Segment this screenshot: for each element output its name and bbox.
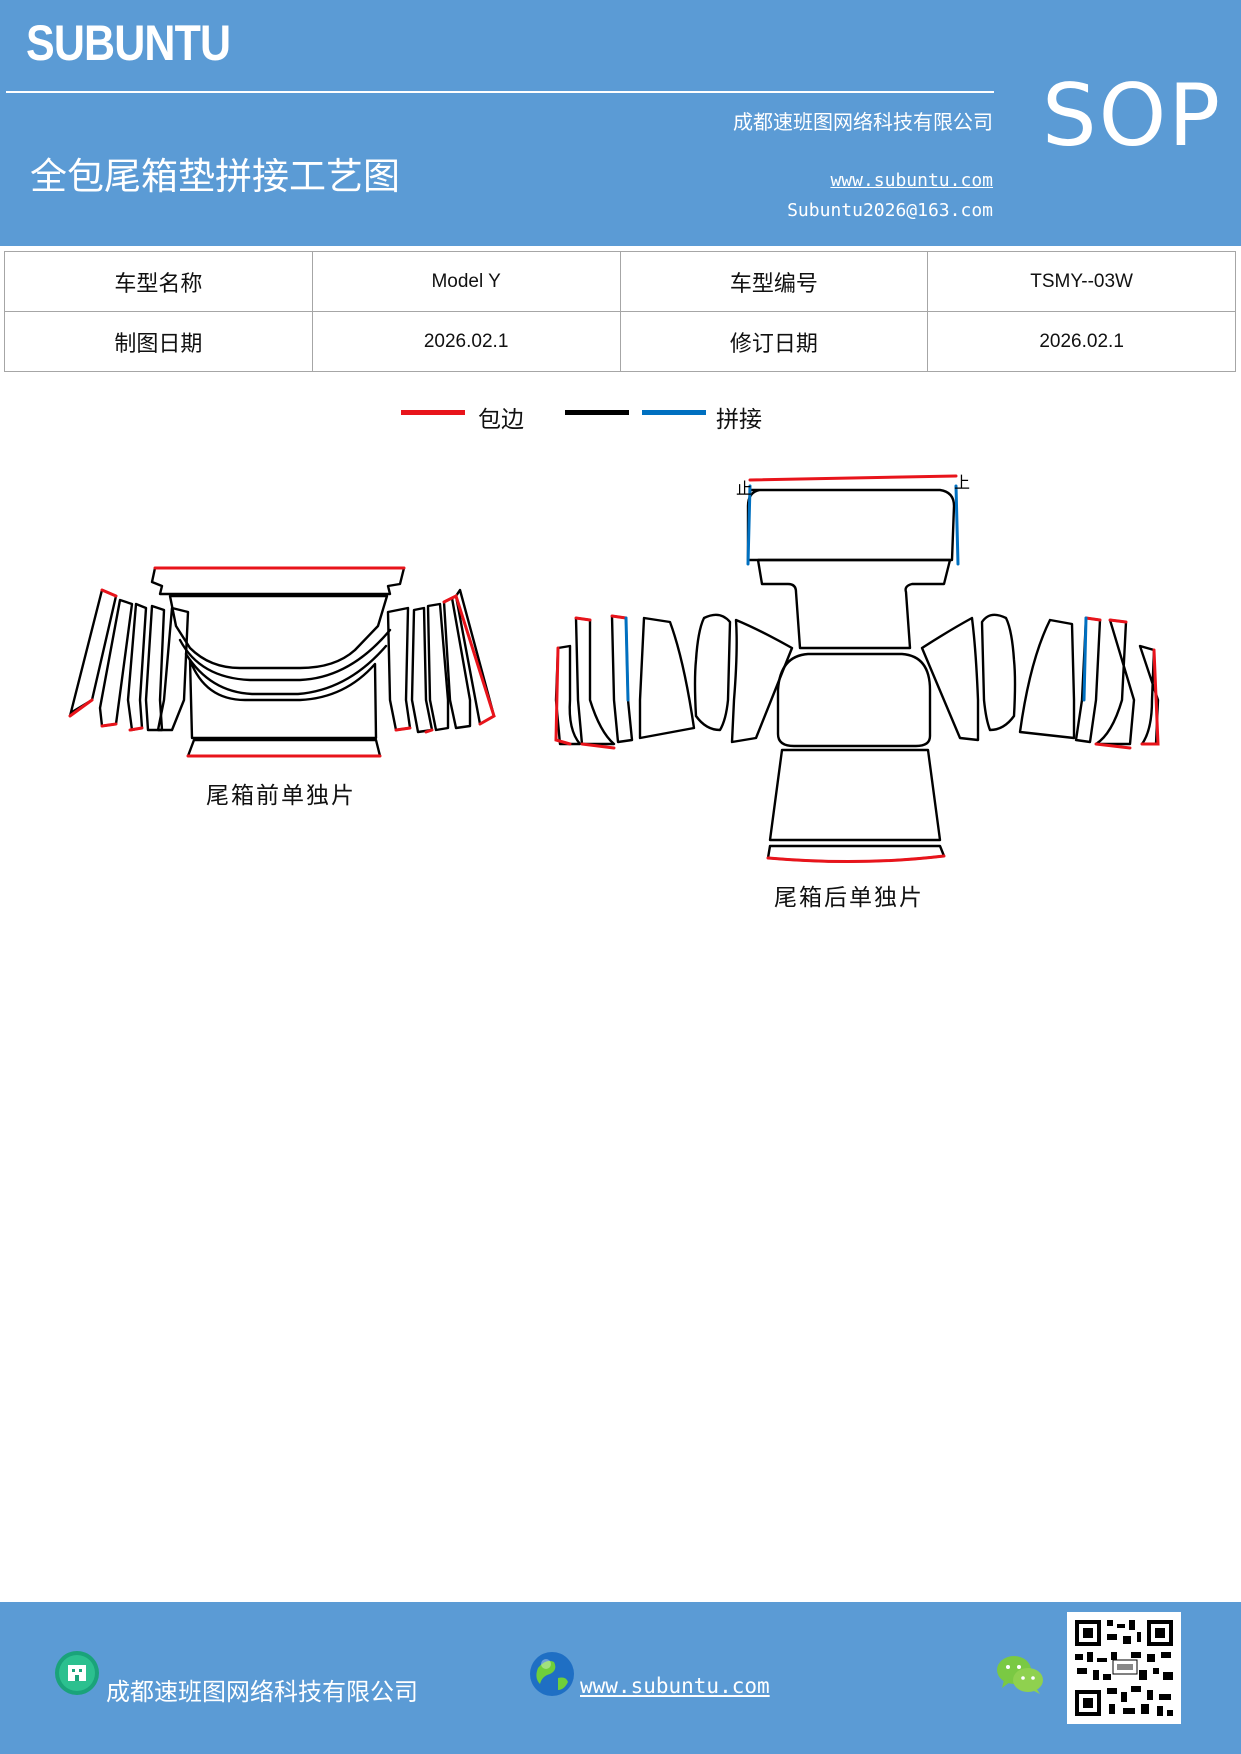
rear-splice-right: [954, 484, 960, 566]
front-edge-right: [394, 593, 496, 734]
front-left-strip-2: [98, 598, 134, 728]
value-revision-date: 2026.02.1: [927, 311, 1236, 372]
info-row: 制图日期 2026.02.1 修订日期 2026.02.1: [4, 311, 1236, 372]
rear-diagram-caption: 尾箱后单独片: [774, 885, 924, 911]
rear-edge-left: [554, 614, 628, 750]
front-center-block: [188, 658, 378, 740]
rear-right-wing-3: [1018, 618, 1076, 740]
front-bottom-band: [186, 738, 382, 758]
splice-diagram: 止 上: [68, 473, 1160, 864]
front-center-tray: [168, 594, 389, 670]
legend-swatch-black: [565, 410, 629, 415]
rear-left-wing-4: [610, 614, 634, 744]
front-edge-left: [68, 588, 144, 732]
rear-left-wing-5: [574, 616, 616, 746]
qr-code: [1067, 1612, 1181, 1724]
label-model-code: 车型编号: [619, 251, 929, 312]
rear-edge-bottom: [766, 854, 946, 864]
rear-mark-left: 止: [736, 479, 752, 498]
label-model-name: 车型名称: [4, 251, 313, 312]
legend-label-splice: 拼接: [716, 407, 762, 433]
header-email: Subuntu2026@163.com: [787, 200, 993, 221]
header-website-link[interactable]: www.subuntu.com: [830, 170, 993, 191]
rear-lower-panel: [768, 748, 942, 842]
rear-left-wing-3: [638, 616, 696, 740]
front-top-band: [150, 566, 406, 596]
front-right-strip-1: [386, 606, 412, 732]
legend-swatch-blue: [642, 410, 706, 415]
line-legend: 包边 拼接: [0, 400, 1241, 440]
rear-t-piece: [756, 558, 952, 650]
header-company-name: 成都速班图网络科技有限公司: [733, 110, 993, 134]
rear-splice-left: [746, 484, 752, 566]
value-drawing-date: 2026.02.1: [311, 311, 621, 372]
qr-code-graphic: [1075, 1620, 1173, 1716]
sop-badge: SOP: [1042, 66, 1223, 166]
rear-right-wing-5: [1094, 618, 1136, 746]
rear-center-square: [776, 652, 932, 748]
label-drawing-date: 制图日期: [4, 311, 313, 372]
rear-right-wing-4: [1074, 616, 1102, 744]
front-inner-curve: [178, 628, 392, 682]
legend-label-edging: 包边: [478, 407, 524, 433]
legend-swatch-red: [401, 410, 465, 415]
footer-banner: 成都速班图网络科技有限公司 www.subuntu.com: [0, 1602, 1241, 1754]
rear-edge-top: [748, 474, 958, 482]
company-building-icon: [55, 1651, 99, 1695]
front-left-strip-5: [156, 606, 190, 732]
rear-right-wing-1: [920, 616, 980, 742]
value-model-name: Model Y: [311, 251, 621, 312]
header-divider: [6, 91, 994, 93]
value-model-code: TSMY--03W: [927, 251, 1236, 312]
document-title: 全包尾箱垫拼接工艺图: [30, 155, 400, 198]
front-left-strip-3: [126, 602, 148, 732]
rear-splice-right-wing: [1082, 616, 1088, 702]
footer-company-name: 成都速班图网络科技有限公司: [106, 1678, 418, 1706]
rear-splice-left-wing: [624, 616, 630, 702]
brand-logo-text: SUBUNTU: [26, 15, 231, 71]
globe-icon: [530, 1652, 574, 1696]
info-row: 车型名称 Model Y 车型编号 TSMY--03W: [4, 251, 1236, 312]
label-revision-date: 修订日期: [619, 311, 929, 372]
front-inner-curve-2: [184, 644, 388, 696]
wechat-icon: [997, 1656, 1043, 1694]
rear-right-wing-2: [980, 613, 1017, 732]
vehicle-info-table: 车型名称 Model Y 车型编号 TSMY--03W 制图日期 2026.02…: [4, 251, 1236, 372]
rear-left-wing-2: [693, 613, 732, 732]
rear-top-flap: [746, 488, 956, 562]
rear-edge-right: [1084, 616, 1160, 750]
rear-mark-right: 上: [954, 473, 970, 492]
rear-left-wing-1: [730, 618, 794, 744]
front-diagram-caption: 尾箱前单独片: [206, 783, 356, 809]
footer-website-link[interactable]: www.subuntu.com: [580, 1674, 770, 1698]
front-right-strip-3: [426, 602, 450, 732]
header-banner: SUBUNTU 成都速班图网络科技有限公司 全包尾箱垫拼接工艺图 www.sub…: [0, 0, 1241, 246]
